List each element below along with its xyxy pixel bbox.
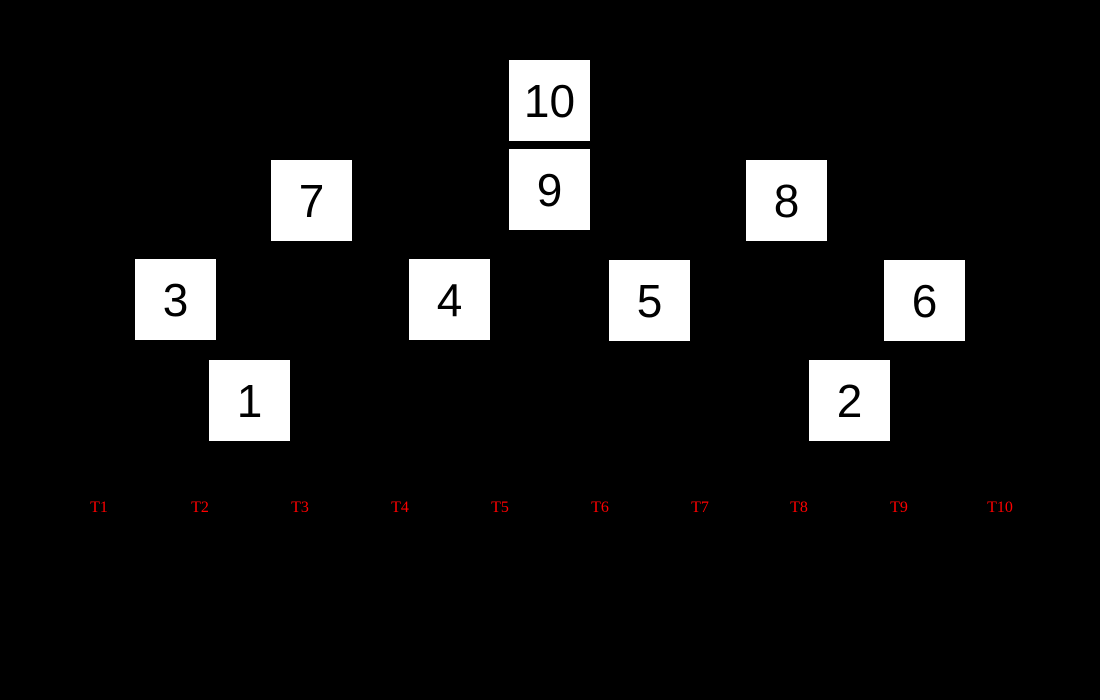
- tree-node-3: 3: [135, 259, 216, 340]
- tree-node-1: 1: [209, 360, 290, 441]
- leaf-label-t7: T7: [691, 499, 709, 516]
- leaf-label-t1: T1: [90, 499, 108, 516]
- leaf-label-t3: T3: [291, 499, 309, 516]
- leaf-label-t10: T10: [987, 499, 1013, 516]
- leaf-label-t2: T2: [191, 499, 209, 516]
- leaf-label-t6: T6: [591, 499, 609, 516]
- tree-node-9: 9: [509, 149, 590, 230]
- tree-node-4: 4: [409, 259, 490, 340]
- leaf-label-t4: T4: [391, 499, 409, 516]
- tree-node-10: 10: [509, 60, 590, 141]
- leaf-label-t5: T5: [491, 499, 509, 516]
- leaf-label-t9: T9: [890, 499, 908, 516]
- tree-node-5: 5: [609, 260, 690, 341]
- tree-node-7: 7: [271, 160, 352, 241]
- tree-node-2: 2: [809, 360, 890, 441]
- tree-node-8: 8: [746, 160, 827, 241]
- leaf-label-t8: T8: [790, 499, 808, 516]
- tree-node-6: 6: [884, 260, 965, 341]
